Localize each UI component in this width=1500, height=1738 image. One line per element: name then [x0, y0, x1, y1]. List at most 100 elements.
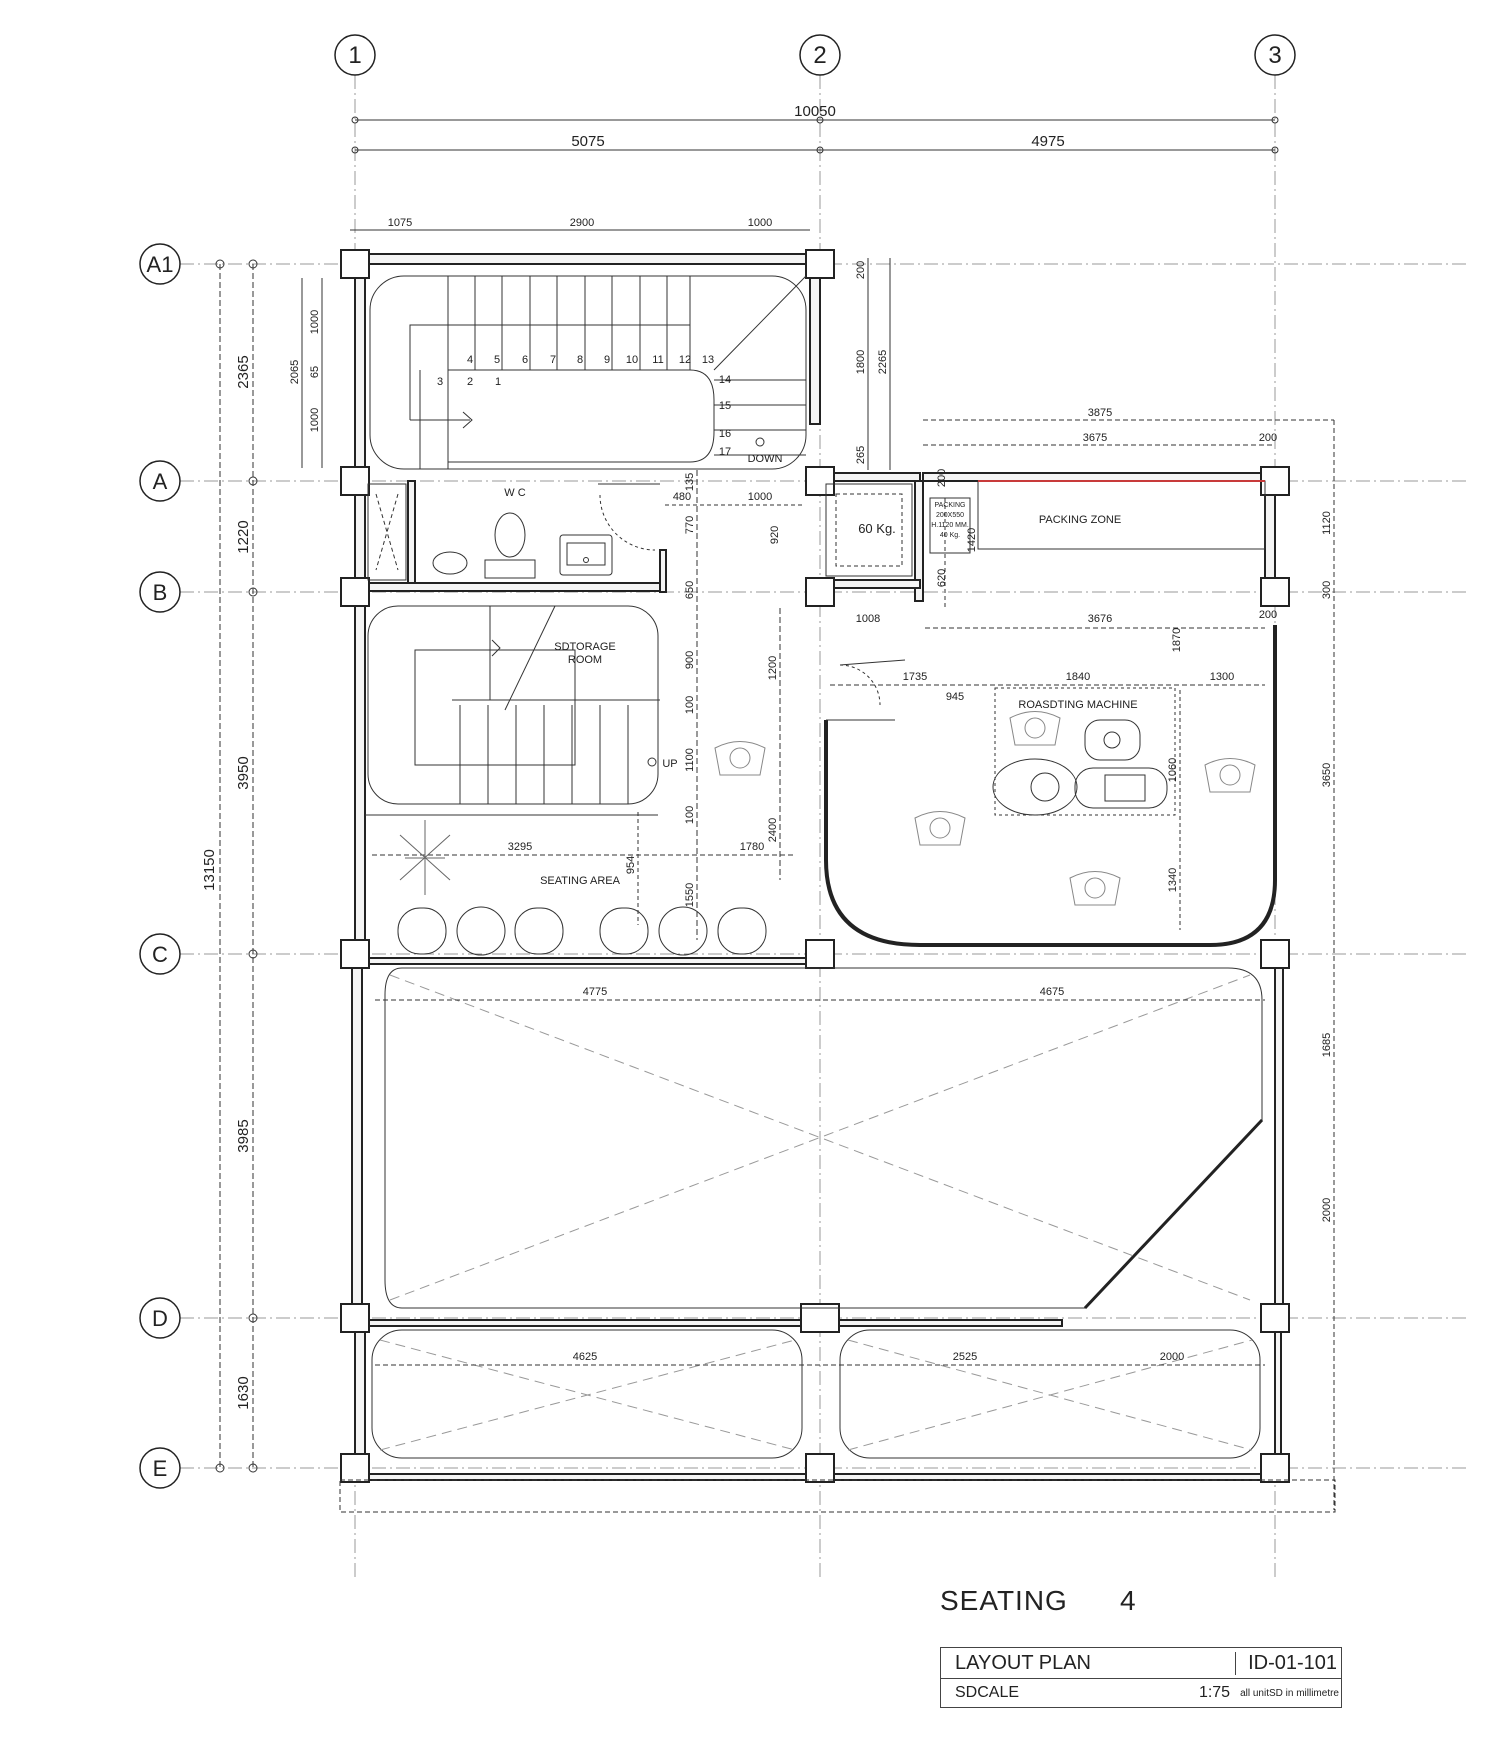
svg-text:2: 2 [813, 42, 826, 69]
stair-up-label: UP [662, 758, 677, 770]
svg-text:1000: 1000 [309, 408, 321, 432]
dim-col-1-2: 5075 [571, 133, 604, 150]
seat-icon-1 [397, 907, 447, 955]
title-block-row-title: LAYOUT PLAN ID-01-101 [941, 1648, 1341, 1679]
svg-text:4: 4 [467, 354, 473, 366]
svg-text:1120: 1120 [1321, 511, 1333, 535]
svg-text:A: A [153, 469, 168, 494]
svg-text:954: 954 [625, 856, 637, 874]
svg-text:100: 100 [684, 806, 696, 824]
svg-text:3: 3 [437, 376, 443, 388]
svg-text:1000: 1000 [309, 310, 321, 334]
dim-a-b: 1220 [235, 520, 252, 553]
seat-icon-2 [514, 907, 564, 955]
svg-text:2400: 2400 [767, 818, 779, 842]
dim-b-c: 3950 [235, 756, 252, 789]
svg-text:7: 7 [550, 354, 556, 366]
svg-text:945: 945 [946, 691, 964, 703]
upper-staircase: 3 2 1 4 5 6 7 8 9 10 11 12 13 14 15 16 1… [369, 275, 807, 470]
svg-text:135: 135 [684, 473, 696, 491]
person-icon-3 [1069, 871, 1121, 906]
svg-text:8: 8 [577, 354, 583, 366]
svg-text:3676: 3676 [1088, 613, 1112, 625]
svg-text:2265: 2265 [877, 350, 889, 374]
structural-columns [340, 249, 1290, 1483]
svg-text:2000: 2000 [1321, 1198, 1333, 1222]
grid-bubble-E: E [139, 1447, 181, 1489]
lift-side-dimensions: 200 1800 2265 265 [855, 258, 891, 470]
svg-text:14: 14 [719, 374, 731, 386]
svg-text:3295: 3295 [508, 841, 532, 853]
svg-text:1735: 1735 [903, 671, 927, 683]
svg-text:1: 1 [495, 376, 501, 388]
drawing-id: ID-01-101 [1235, 1651, 1341, 1675]
dim-overall-width: 10050 [794, 103, 836, 120]
svg-text:4775: 4775 [583, 986, 607, 998]
storage-and-lower-stair: SDTORAGE ROOM UP [365, 605, 678, 816]
seating-area: 3295 1780 954 1550 SEATING AREA [372, 812, 795, 956]
grid-bubble-A: A [139, 460, 181, 502]
svg-text:300: 300 [1321, 581, 1333, 599]
sheet-number: 4 [1120, 1585, 1136, 1616]
svg-text:1008: 1008 [856, 613, 880, 625]
table-icon-1 [456, 906, 506, 956]
svg-text:3650: 3650 [1321, 763, 1333, 787]
grid-bubble-D: D [139, 1297, 181, 1339]
grid-bubble-A1: A1 [139, 243, 181, 285]
svg-text:2065: 2065 [289, 360, 301, 384]
svg-text:1340: 1340 [1167, 868, 1179, 892]
svg-text:1075: 1075 [388, 217, 412, 229]
storage-label-2: ROOM [568, 654, 602, 666]
svg-text:265: 265 [855, 446, 867, 464]
svg-text:4625: 4625 [573, 1351, 597, 1363]
svg-text:1300: 1300 [1210, 671, 1234, 683]
svg-text:A1: A1 [147, 252, 174, 277]
stair-top-dimensions: 1075 2900 1000 2065 1000 65 1000 [289, 217, 810, 468]
svg-text:1200: 1200 [767, 656, 779, 680]
svg-text:D: D [152, 1306, 168, 1331]
seat-icon-3 [599, 907, 649, 955]
svg-text:3875: 3875 [1088, 407, 1112, 419]
svg-text:6: 6 [522, 354, 528, 366]
svg-text:920: 920 [769, 526, 781, 544]
packing-small-label-2: 200X550 [936, 512, 964, 519]
packing-small-label-1: PACKING [935, 502, 966, 509]
svg-text:1550: 1550 [684, 883, 696, 907]
svg-text:200: 200 [936, 469, 948, 487]
svg-text:1870: 1870 [1171, 628, 1183, 652]
packing-zone: 3875 3675 200 PACKING 200X550 H.1120 MM.… [923, 407, 1335, 1510]
svg-text:9: 9 [604, 354, 610, 366]
svg-text:3675: 3675 [1083, 432, 1107, 444]
roasting-machine-icon [992, 719, 1168, 816]
svg-text:1420: 1420 [966, 528, 978, 552]
dim-col-2-3: 4975 [1031, 133, 1064, 150]
person-icon-1 [714, 741, 766, 776]
svg-text:4675: 4675 [1040, 986, 1064, 998]
packing-small-label-4: 40 Kg. [940, 532, 960, 539]
lift: 60 Kg. [825, 483, 913, 577]
grid-bubble-2: 2 [799, 34, 841, 76]
svg-text:770: 770 [684, 516, 696, 534]
dim-c-d: 3985 [235, 1119, 252, 1152]
svg-text:12: 12 [679, 354, 691, 366]
svg-text:2525: 2525 [953, 1351, 977, 1363]
seat-icon-4 [717, 907, 767, 955]
title-block-row-scale: SDCALE 1:75 all unitSD in millimetre [941, 1679, 1341, 1707]
left-dimensions: 13150 2365 1220 3950 3985 1630 [201, 259, 258, 1473]
drawing-title: LAYOUT PLAN [955, 1651, 1091, 1674]
svg-text:11: 11 [652, 354, 663, 366]
svg-text:1000: 1000 [748, 217, 772, 229]
svg-text:2000: 2000 [1160, 1351, 1184, 1363]
units-note: all unitSD in millimetre [1240, 1687, 1339, 1699]
svg-text:1800: 1800 [855, 350, 867, 374]
svg-text:E: E [153, 1456, 168, 1481]
svg-text:200: 200 [855, 261, 867, 279]
packing-small-label-3: H.1120 MM. [931, 522, 969, 529]
bottom-strip: 4625 2525 2000 [339, 1329, 1336, 1513]
svg-text:1: 1 [348, 42, 361, 69]
person-icon-5 [1009, 711, 1061, 746]
grid-bubble-C: C [139, 933, 181, 975]
svg-text:1000: 1000 [748, 491, 772, 503]
svg-text:900: 900 [684, 651, 696, 669]
title-block: SEATING 4 LAYOUT PLAN ID-01-101 SDCALE 1… [940, 1585, 1342, 1725]
